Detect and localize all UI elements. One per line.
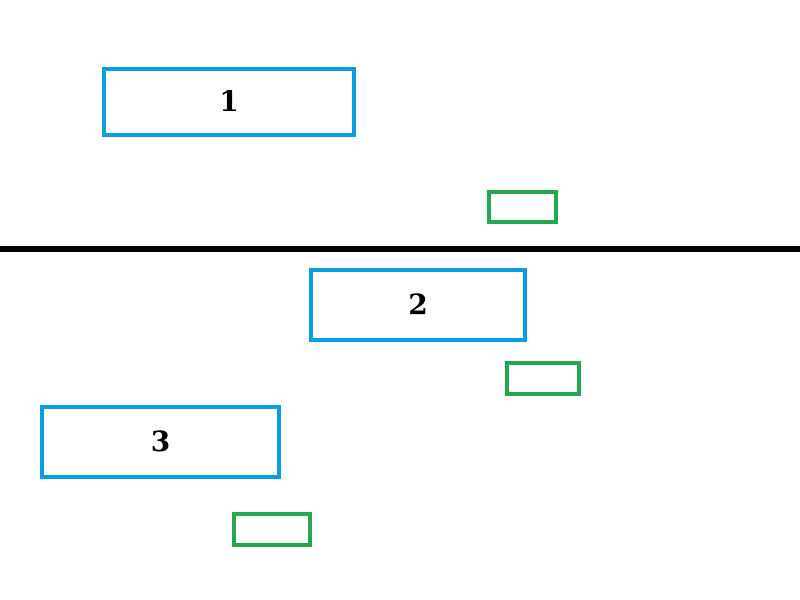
blue-box-3-label: 3 <box>150 425 171 458</box>
horizontal-separator-line <box>0 246 800 252</box>
green-box-1[interactable] <box>487 190 558 224</box>
blue-box-2-label: 2 <box>408 288 428 321</box>
blue-box-1[interactable]: 1 <box>102 67 356 137</box>
green-box-2[interactable] <box>505 361 581 396</box>
blue-box-3[interactable]: 3 <box>40 405 281 479</box>
green-box-3[interactable] <box>232 512 312 547</box>
blue-box-1-label: 1 <box>219 85 239 118</box>
blue-box-2[interactable]: 2 <box>309 268 527 342</box>
